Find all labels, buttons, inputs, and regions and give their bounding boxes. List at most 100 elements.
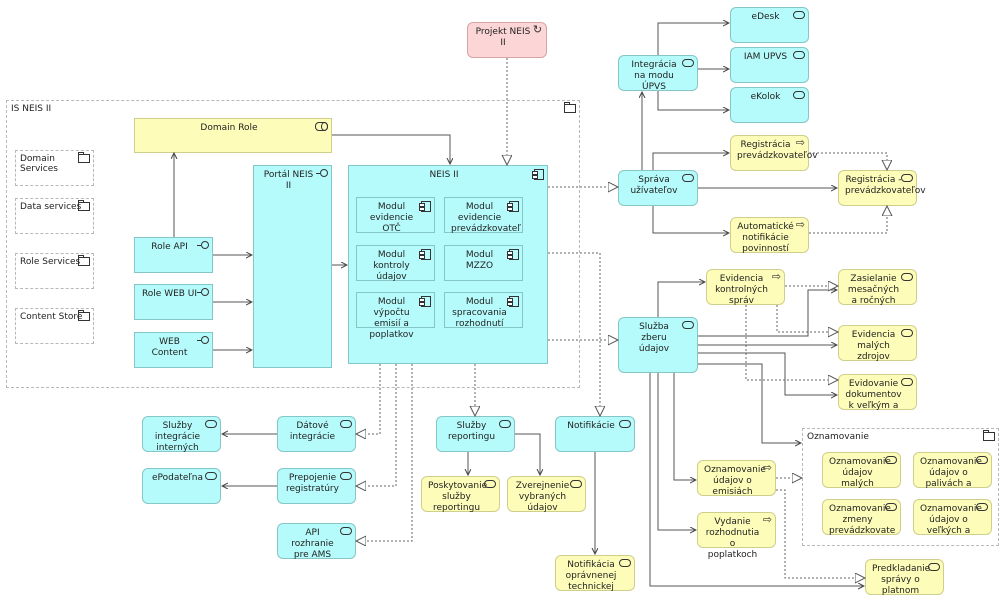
node-oznamovanie-zmeny[interactable]: Oznamovanie zmeny prevádzkovate <box>822 499 901 536</box>
service-icon <box>205 420 217 428</box>
group-is-neis[interactable]: IS NEIS II <box>6 100 580 388</box>
node-ekolok[interactable]: eKolok <box>730 87 809 123</box>
node-datove-integracie[interactable]: Dátové integrácie <box>277 416 356 452</box>
node-role-api[interactable]: Role API <box>134 237 213 273</box>
node-label: Oznamovanie údajov o veľkých a <box>920 504 982 536</box>
role-icon <box>315 122 328 131</box>
node-modul-prevadzkovatel[interactable]: Modul evidencie prevádzkovateľ <box>444 197 523 234</box>
node-projekt-neis[interactable]: Projekt NEIS II↻ <box>467 22 547 58</box>
service-icon <box>205 472 217 480</box>
node-label: Správa užívateľov <box>630 175 678 196</box>
folder-icon <box>78 255 90 266</box>
node-label: Modul evidencie OTČ <box>369 202 414 234</box>
node-evidovanie-dokumentov[interactable]: Evidovanie dokumentov k veľkým a <box>838 374 917 411</box>
node-domain-role[interactable]: Domain Role <box>134 118 332 153</box>
folder-icon <box>78 310 90 321</box>
serving-connector <box>652 206 729 233</box>
node-sluzby-integracie[interactable]: Služby integrácie interných <box>142 416 221 453</box>
node-epodatelna[interactable]: ePodateľna <box>142 468 221 504</box>
node-sluzby-reportingu[interactable]: Služby reportingu <box>436 416 515 452</box>
node-label: Zverejnenie vybraných údajov <box>515 481 570 513</box>
serving-connector <box>698 363 801 443</box>
node-evidencia-malych[interactable]: Evidencia malých zdrojov <box>838 325 917 362</box>
node-sluzba-zberu[interactable]: Služba zberu údajov <box>618 317 698 373</box>
node-modul-vypoctu[interactable]: Modul výpočtu emisií a poplatkov <box>356 292 435 340</box>
interface-icon <box>197 288 209 296</box>
serving-connector <box>657 91 729 110</box>
component-icon <box>419 249 431 260</box>
node-poskytovanie-reportingu[interactable]: Poskytovanie služby reportingu <box>421 476 500 513</box>
node-label: Evidovanie dokumentov k veľkým a <box>845 379 902 411</box>
node-modul-otc[interactable]: Modul evidencie OTČ <box>356 197 435 234</box>
node-automaticke-notifikacie[interactable]: Automatické notifikácie povinností⇨ <box>730 217 809 254</box>
node-label: Služby integrácie interných <box>154 421 201 453</box>
node-label: Poskytovanie služby reportingu <box>428 481 488 513</box>
node-edesk[interactable]: eDesk <box>730 7 809 43</box>
interface-icon <box>197 336 209 344</box>
node-label: Registrácia prevádzkovateľov <box>737 140 818 161</box>
node-sprava-uzivatelov[interactable]: Správa užívateľov <box>618 170 698 206</box>
process-arrow-icon: ⇨ <box>795 218 805 231</box>
service-icon <box>976 456 988 464</box>
realization-connector <box>809 206 887 234</box>
node-registracia-proces[interactable]: Registrácia prevádzkovateľov⇨ <box>730 135 818 171</box>
serving-connector <box>515 433 540 475</box>
node-label: Integrácia na modu ÚPVS <box>631 60 677 92</box>
node-oznamovanie-paliva[interactable]: Oznamovanie údajov o palivách a <box>913 452 992 489</box>
service-icon <box>793 51 805 59</box>
node-web-content[interactable]: WEB Content <box>134 332 213 368</box>
node-prepojenie-registratury[interactable]: Prepojenie registratúry <box>277 468 356 504</box>
node-api-ams[interactable]: API rozhranie pre AMS <box>277 523 356 560</box>
node-role-web-ui[interactable]: Role WEB UI <box>134 284 213 320</box>
node-vydanie-rozhodnutia[interactable]: Vydanie rozhodnutia o poplatkoch⇨ <box>697 512 776 560</box>
service-icon <box>885 456 897 464</box>
node-iam-upvs[interactable]: IAM UPVS <box>730 47 809 83</box>
group-label: Domain Services <box>20 154 58 174</box>
node-zasielanie[interactable]: Zasielanie mesačných a ročných <box>838 269 917 306</box>
node-label: Projekt NEIS II <box>475 27 531 48</box>
group-domain-services[interactable]: Domain Services <box>15 150 94 186</box>
node-zverejnenie[interactable]: Zverejnenie vybraných údajov <box>507 476 586 513</box>
component-icon <box>532 169 544 180</box>
node-notifikacia-opravnenej[interactable]: Notifikácia oprávnenej technickej <box>555 555 635 592</box>
node-evidencia-kontrolnych[interactable]: Evidencia kontrolných správ⇨ <box>706 269 785 306</box>
service-icon <box>901 273 913 281</box>
node-label: Notifikácia oprávnenej technickej <box>565 560 617 592</box>
node-oznamovanie-malych[interactable]: Oznamovanie údajov malých <box>822 452 901 489</box>
service-icon <box>682 174 694 182</box>
node-integracia-upvs[interactable]: Integrácia na modu ÚPVS <box>618 55 698 92</box>
realization-connector <box>809 152 887 170</box>
node-label: Zasielanie mesačných a ročných <box>847 274 900 306</box>
service-icon <box>340 527 352 535</box>
node-label: Prepojenie registratúry <box>286 473 339 494</box>
node-label: Modul MZZO <box>465 250 494 271</box>
component-icon <box>507 201 519 212</box>
node-portal-neis[interactable]: Portál NEIS II <box>253 165 332 368</box>
node-label: Dátové integrácie <box>289 421 336 442</box>
node-predkladanie[interactable]: Predkladanie správy o platnom <box>865 559 944 596</box>
node-oznamovanie-emisie[interactable]: Oznamovanie údajov o emisiách⇨ <box>697 460 776 497</box>
realization-connector <box>776 305 838 332</box>
node-label: Evidencia malých zdrojov <box>851 330 896 362</box>
component-icon <box>507 296 519 307</box>
service-icon <box>901 329 913 337</box>
node-label: Oznamovanie údajov o palivách a <box>920 457 982 489</box>
node-label: Automatické notifikácie povinností <box>737 222 794 254</box>
node-modul-rozhodnuti[interactable]: Modul spracovania rozhodnutí <box>444 292 523 329</box>
node-modul-kontroly[interactable]: Modul kontroly údajov <box>356 245 435 282</box>
node-label: NEIS II <box>429 170 459 180</box>
group-data-services[interactable]: Data services <box>15 198 94 234</box>
node-label: Role API <box>151 242 188 252</box>
node-modul-mzzo[interactable]: Modul MZZO <box>444 245 523 281</box>
group-content-store[interactable]: Content Store <box>15 308 94 344</box>
node-label: IAM UPVS <box>743 52 788 62</box>
service-icon <box>682 59 694 67</box>
node-notifikacie[interactable]: Notifikácie <box>555 416 635 452</box>
node-oznamovanie-velkych[interactable]: Oznamovanie údajov o veľkých a <box>913 499 992 536</box>
node-label: ePodateľna <box>151 473 204 483</box>
folder-icon <box>564 102 576 113</box>
process-arrow-icon: ⇨ <box>762 461 772 474</box>
group-role-services[interactable]: Role Services <box>15 253 94 289</box>
node-label: Evidencia kontrolných správ <box>715 274 768 306</box>
node-registracia-sluzba[interactable]: Registrácia - prevádzkovateľov <box>838 170 926 206</box>
